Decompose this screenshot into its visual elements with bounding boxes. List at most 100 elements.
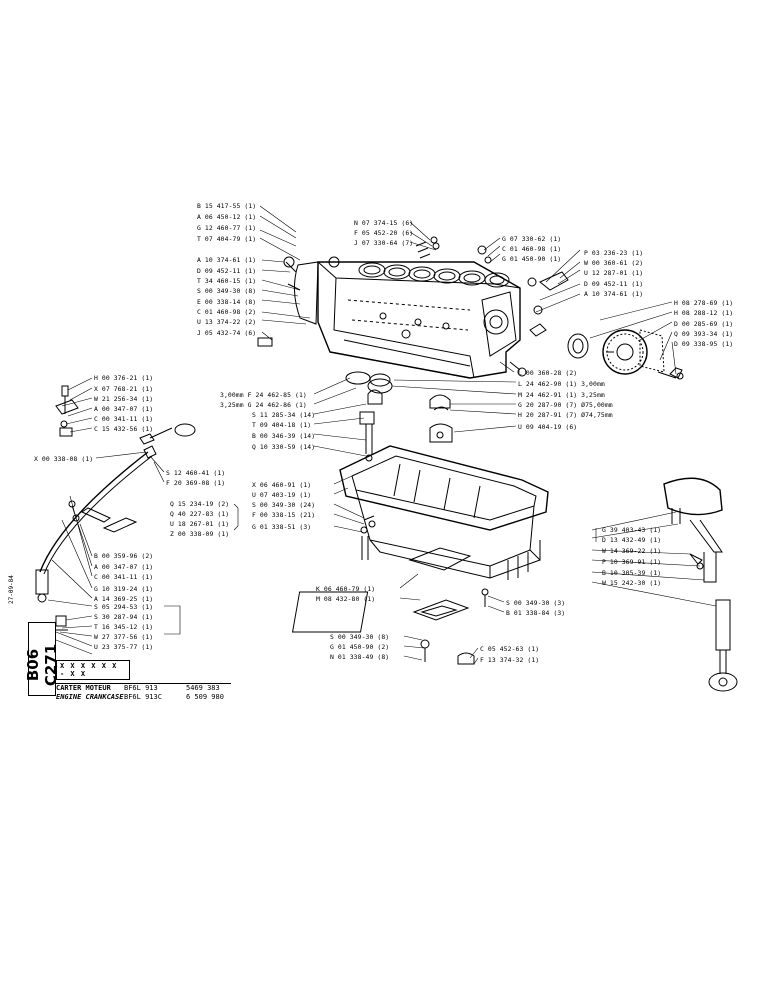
part-label: H 00 376-21 (1) xyxy=(94,374,154,382)
part-label: A 14 369-25 (1) xyxy=(94,595,154,603)
part-label: U 09 404-19 (6) xyxy=(518,423,578,431)
part-label: M 08 432-80 (1) xyxy=(316,595,376,603)
part-label: N 07 374-15 (6) xyxy=(354,219,414,227)
part-label: F 05 452-20 (6) xyxy=(354,229,414,237)
part-label: T 16 345-12 (1) xyxy=(94,623,154,631)
part-label: G 01 450-90 (1) xyxy=(502,255,562,263)
part-label: G 01 338-51 (3) xyxy=(252,523,312,531)
title-number: 5469 383 xyxy=(186,684,220,692)
part-label: D 09 452-11 (1) xyxy=(584,280,644,288)
part-label: F 00 338-15 (21) xyxy=(252,511,316,519)
part-label: H 20 287-91 (7) Ø74,75mm xyxy=(518,411,613,419)
part-label: X 06 460-91 (1) xyxy=(252,481,312,489)
part-label: T 07 404-79 (1) xyxy=(197,235,257,243)
part-label: P 03 236-23 (1) xyxy=(584,249,644,257)
title-model: BF6L 913C xyxy=(124,693,162,701)
part-label: 3,00mm F 24 462-85 (1) xyxy=(220,391,307,399)
part-label: L 00 360-28 (2) xyxy=(518,369,578,377)
part-label: Q 10 330-59 (14) xyxy=(252,443,316,451)
sheet-reference-code: B06 C271 xyxy=(24,643,60,687)
part-label: S 00 349-30 (8) xyxy=(330,633,390,641)
part-label: W 27 377-56 (1) xyxy=(94,633,154,641)
part-label: N 01 338-49 (8) xyxy=(330,653,390,661)
part-label: C 01 460-98 (1) xyxy=(502,245,562,253)
part-label: D 13 432-49 (1) xyxy=(602,536,662,544)
title-row: ENGINE CRANKCASE BF6L 913C 6 509 980 xyxy=(56,693,231,702)
part-label: A 06 450-12 (1) xyxy=(197,213,257,221)
part-label: D 09 452-11 (1) xyxy=(197,267,257,275)
part-label: F 13 374-32 (1) xyxy=(480,656,540,664)
part-label: A 00 347-07 (1) xyxy=(94,405,154,413)
part-label: C 01 460-98 (2) xyxy=(197,308,257,316)
part-label: J 07 330-64 (7) xyxy=(354,239,414,247)
part-label: W 21 256-34 (1) xyxy=(94,395,154,403)
part-label: C 05 452-63 (1) xyxy=(480,645,540,653)
part-label: A 10 374-61 (1) xyxy=(197,256,257,264)
part-label: C 00 341-11 (1) xyxy=(94,573,154,581)
title-number: 6 509 980 xyxy=(186,693,224,701)
part-label: U 18 267-01 (1) xyxy=(170,520,230,528)
part-label: D 00 285-69 (1) xyxy=(674,320,734,328)
oil-pan xyxy=(291,445,549,665)
part-label: G 01 450-90 (2) xyxy=(330,643,390,651)
breather-dipstick-assembly xyxy=(663,477,738,692)
part-label: B 01 338-84 (3) xyxy=(506,609,566,617)
part-label: W 14 369-22 (1) xyxy=(602,547,662,555)
part-label: Q 15 234-19 (2) xyxy=(170,500,230,508)
part-label: U 12 287-01 (1) xyxy=(584,269,644,277)
sheet-reference-box: B06 C271 xyxy=(24,622,60,696)
part-label: L 24 462-90 (1) 3,00mm xyxy=(518,380,605,388)
part-label: G 39 403-43 (1) xyxy=(602,526,662,534)
part-label: S 30 287-94 (1) xyxy=(94,613,154,621)
part-label: H 08 278-69 (1) xyxy=(674,299,734,307)
title-rows: CARTER MOTEUR BF6L 913 5469 383 ENGINE C… xyxy=(56,683,231,702)
part-label: 3,25mm G 24 462-86 (1) xyxy=(220,401,307,409)
part-label: G 12 460-77 (1) xyxy=(197,224,257,232)
part-label: X 00 338-08 (1) xyxy=(34,455,94,463)
part-label: S 00 349-30 (8) xyxy=(197,287,257,295)
part-label: A 10 374-61 (1) xyxy=(584,290,644,298)
part-label: Q 40 227-83 (1) xyxy=(170,510,230,518)
part-label: C 15 432-56 (1) xyxy=(94,425,154,433)
leader-lines xyxy=(47,205,717,665)
part-label: H 08 288-12 (1) xyxy=(674,309,734,317)
title-row: CARTER MOTEUR BF6L 913 5469 383 xyxy=(56,684,231,693)
crankcase-block xyxy=(257,236,569,379)
part-label: G 20 287-90 (7) Ø75,00mm xyxy=(518,401,613,409)
part-label: G 10 319-24 (1) xyxy=(94,585,154,593)
xx-code: X X X X X X - X X xyxy=(56,660,130,680)
part-label: B 00 346-39 (14) xyxy=(252,432,316,440)
title-name: ENGINE CRANKCASE xyxy=(56,693,124,701)
part-label: F 20 369-08 (1) xyxy=(166,479,226,487)
part-label: X 07 768-21 (1) xyxy=(94,385,154,393)
title-model: BF6L 913 xyxy=(124,684,158,692)
part-label: B 10 305-39 (1) xyxy=(602,569,662,577)
part-label: B 15 417-55 (1) xyxy=(197,202,257,210)
part-label: Q 09 393-34 (1) xyxy=(674,330,734,338)
part-label: T 09 404-18 (1) xyxy=(252,421,312,429)
part-label: U 23 375-77 (1) xyxy=(94,643,154,651)
part-label: U 13 374-22 (2) xyxy=(197,318,257,326)
part-label: U 07 403-19 (1) xyxy=(252,491,312,499)
part-label: S 11 285-34 (14) xyxy=(252,411,316,419)
part-label: W 15 242-30 (1) xyxy=(602,579,662,587)
title-name: CARTER MOTEUR xyxy=(56,684,111,692)
part-label: S 00 349-30 (3) xyxy=(506,599,566,607)
part-label: S 05 294-53 (1) xyxy=(94,603,154,611)
part-label: G 07 330-62 (1) xyxy=(502,235,562,243)
part-label: M 24 462-91 (1) 3,25mm xyxy=(518,391,605,399)
part-label: A 00 347-07 (1) xyxy=(94,563,154,571)
part-label: S 12 460-41 (1) xyxy=(166,469,226,477)
sheet-date: 27-09-84 xyxy=(8,575,15,604)
part-label: C 00 341-11 (1) xyxy=(94,415,154,423)
part-label: T 34 460-15 (1) xyxy=(197,277,257,285)
oil-suction-pipe xyxy=(35,385,196,631)
crankshaft-gear xyxy=(567,329,684,380)
part-label: B 00 359-96 (2) xyxy=(94,552,154,560)
part-label: W 00 360-61 (2) xyxy=(584,259,644,267)
part-label: E 00 338-14 (8) xyxy=(197,298,257,306)
part-label: K 06 460-79 (1) xyxy=(316,585,376,593)
part-label: S 00 349-30 (24) xyxy=(252,501,316,509)
part-label: D 09 338-95 (1) xyxy=(674,340,734,348)
